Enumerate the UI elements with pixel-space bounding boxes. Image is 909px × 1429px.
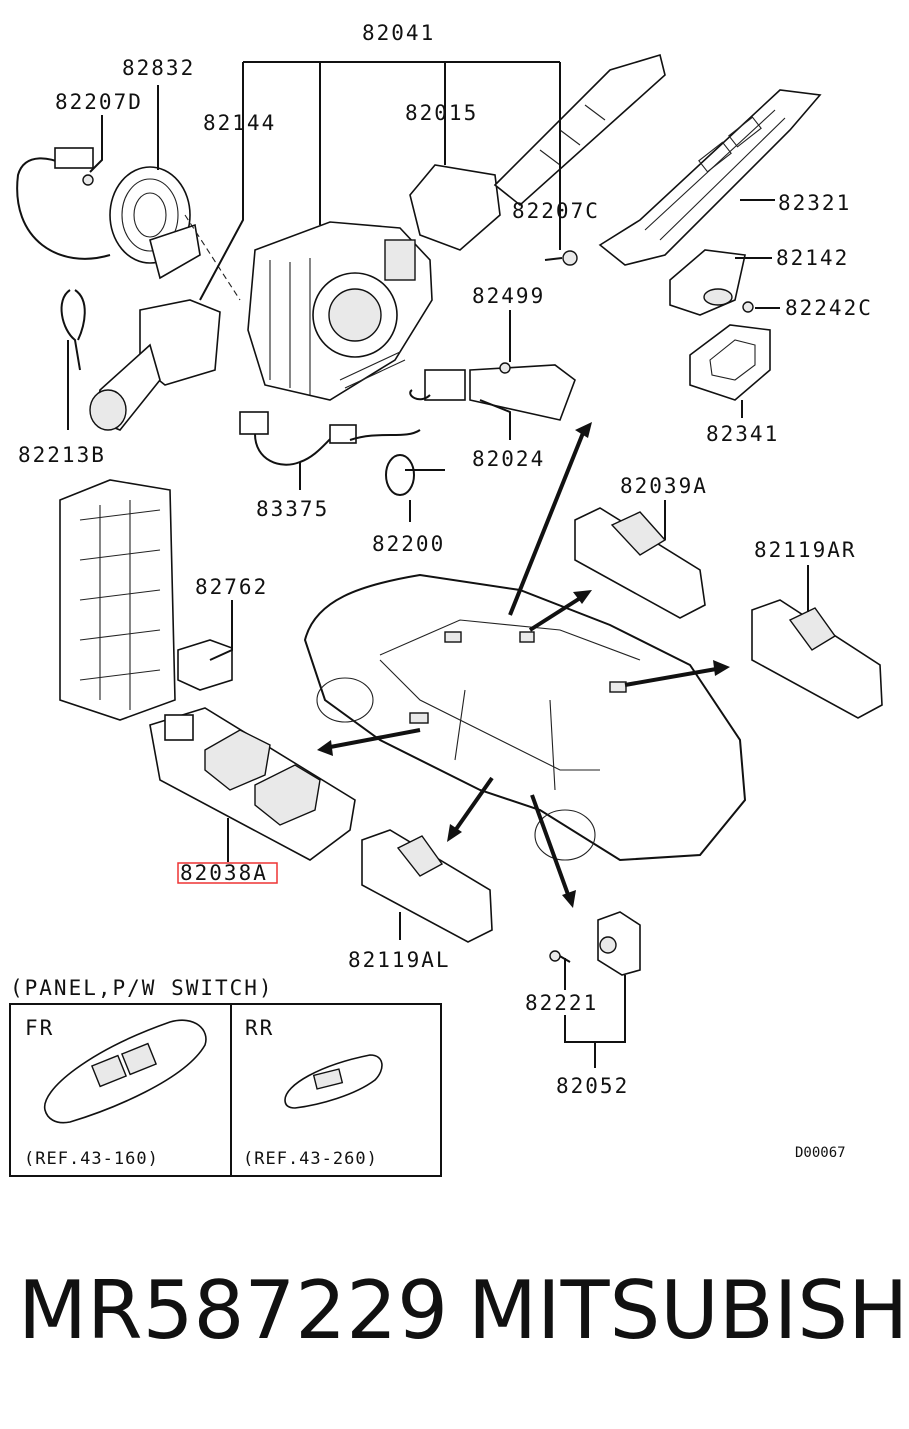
label-83375: 83375 bbox=[256, 497, 329, 521]
screws bbox=[499, 250, 754, 374]
diagram-code: D00067 bbox=[795, 1145, 846, 1161]
inset-panel: (PANEL,P/W SWITCH) FR RR (REF.43-160) (R… bbox=[9, 976, 442, 1177]
cover-82341 bbox=[689, 324, 771, 401]
location-arrows bbox=[317, 422, 730, 908]
label-82039A: 82039A bbox=[620, 474, 708, 498]
combination-switch-assembly bbox=[247, 221, 433, 401]
relay-82762 bbox=[177, 639, 233, 691]
window-switch-82038A bbox=[149, 707, 356, 861]
inset-right-ref: (REF.43-260) bbox=[243, 1149, 378, 1169]
label-82200: 82200 bbox=[372, 532, 445, 556]
label-82341: 82341 bbox=[706, 422, 779, 446]
label-82052: 82052 bbox=[556, 1074, 629, 1098]
front-panel-drawing bbox=[43, 1019, 207, 1124]
footer-brand: MITSUBISHI bbox=[468, 1264, 909, 1357]
inset-caption: (PANEL,P/W SWITCH) bbox=[10, 976, 274, 1000]
clock-spring-harness bbox=[16, 147, 111, 260]
label-82207D: 82207D bbox=[55, 90, 143, 114]
inset-left-title: FR bbox=[25, 1016, 54, 1040]
label-82015: 82015 bbox=[405, 101, 478, 125]
label-82321: 82321 bbox=[778, 191, 851, 215]
label-82221: 82221 bbox=[525, 991, 598, 1015]
label-82119AR: 82119AR bbox=[754, 538, 857, 562]
inset-frame bbox=[9, 1003, 442, 1177]
label-82242C: 82242C bbox=[785, 296, 873, 320]
part-labels: 82041 82832 82207D 82144 82015 82207C 82… bbox=[18, 21, 873, 1098]
footer-part-number: MR587229 bbox=[18, 1264, 448, 1357]
bracket-82321 bbox=[598, 89, 822, 266]
clock-spring bbox=[109, 166, 241, 301]
sensor-82052 bbox=[549, 911, 641, 976]
label-82038A[interactable]: 82038A bbox=[180, 861, 268, 885]
label-82119AL: 82119AL bbox=[348, 948, 451, 972]
label-82213B: 82213B bbox=[18, 443, 106, 467]
bracket-82024 bbox=[409, 364, 576, 421]
label-82024: 82024 bbox=[472, 447, 545, 471]
lever-switch-left bbox=[89, 299, 221, 431]
cable-tie-82213B bbox=[60, 289, 86, 371]
label-82499: 82499 bbox=[472, 284, 545, 308]
band-82200 bbox=[385, 454, 445, 496]
relay-unit-82142 bbox=[669, 249, 746, 316]
label-82041: 82041 bbox=[362, 21, 435, 45]
switch-82039A bbox=[574, 507, 706, 619]
highlight-82038A bbox=[177, 862, 278, 884]
label-82144: 82144 bbox=[203, 111, 276, 135]
leader-lines bbox=[67, 61, 809, 1068]
lever-switch-right bbox=[409, 53, 666, 251]
label-82832: 82832 bbox=[122, 56, 195, 80]
inset-left-ref: (REF.43-160) bbox=[24, 1149, 159, 1169]
switch-82119AR bbox=[751, 599, 883, 719]
vehicle-outline bbox=[303, 573, 747, 862]
label-82762: 82762 bbox=[195, 575, 268, 599]
junction-block bbox=[59, 479, 176, 721]
inset-right-title: RR bbox=[245, 1016, 274, 1040]
switch-82119AL bbox=[361, 829, 493, 943]
label-82207C: 82207C bbox=[512, 199, 600, 223]
label-82142: 82142 bbox=[776, 246, 849, 270]
